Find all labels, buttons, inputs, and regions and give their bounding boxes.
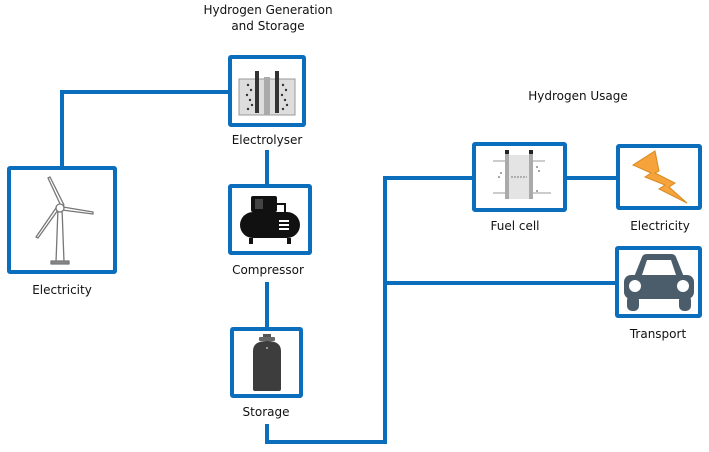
heading-usage: Hydrogen Usage xyxy=(528,89,628,103)
node-compressor[interactable] xyxy=(228,184,312,255)
connector-storage-trunk xyxy=(265,440,387,444)
compressor-icon xyxy=(237,192,303,248)
node-electricity-output[interactable] xyxy=(616,144,702,210)
lightning-bolt-icon xyxy=(629,149,689,205)
connector-compressor-storage xyxy=(265,282,269,329)
heading-generation-line2: and Storage xyxy=(231,19,305,33)
node-transport[interactable] xyxy=(615,246,702,318)
wind-turbine-icon xyxy=(27,170,97,270)
connector-wind-vertical xyxy=(60,90,64,168)
car-icon xyxy=(620,251,698,313)
connector-trunk-vertical xyxy=(383,176,387,444)
connector-trunk-fuelcell xyxy=(383,176,474,180)
connector-trunk-transport xyxy=(383,281,617,285)
node-transport-label: Transport xyxy=(629,327,687,341)
connector-electrolyser-compressor xyxy=(265,150,269,185)
heading-generation: Hydrogen Generation and Storage xyxy=(203,2,332,34)
node-wind-label: Electricity xyxy=(32,283,92,297)
node-electrolyser[interactable] xyxy=(228,55,306,127)
fuel-cell-icon xyxy=(485,149,555,205)
node-electrolyser-label: Electrolyser xyxy=(231,133,303,147)
connector-wind-electrolyser xyxy=(60,90,230,94)
node-electricity-output-label: Electricity xyxy=(630,219,690,233)
gas-cylinder-icon xyxy=(245,333,289,393)
node-storage-label: Storage xyxy=(242,405,290,419)
node-compressor-label: Compressor xyxy=(232,263,304,277)
node-fuel-cell[interactable] xyxy=(472,142,567,212)
connector-fuelcell-electricity xyxy=(565,176,618,180)
electrolyser-icon xyxy=(236,65,298,117)
node-wind-electricity[interactable] xyxy=(7,166,117,274)
node-fuel-cell-label: Fuel cell xyxy=(490,219,540,233)
node-storage[interactable] xyxy=(230,327,303,398)
connector-storage-down xyxy=(265,424,269,444)
heading-generation-line1: Hydrogen Generation xyxy=(203,3,333,17)
